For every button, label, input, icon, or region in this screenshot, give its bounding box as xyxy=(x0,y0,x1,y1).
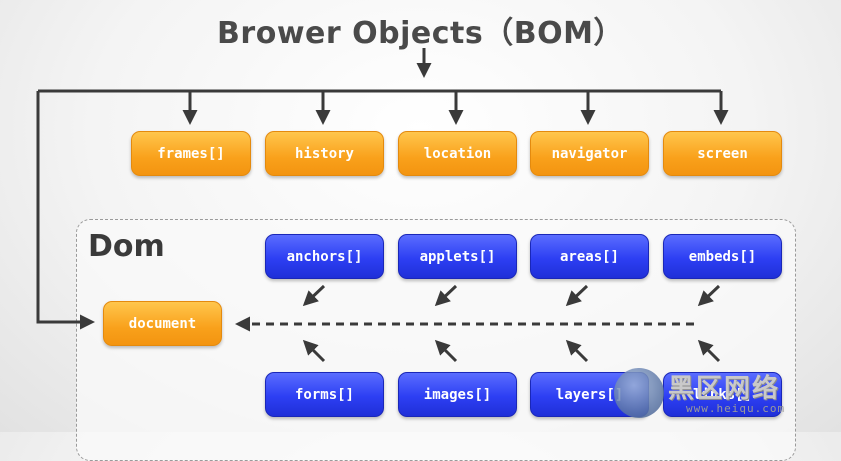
arrow-images xyxy=(434,339,458,363)
node-document[interactable]: document xyxy=(103,301,222,346)
node-anchors[interactable]: anchors[] xyxy=(265,234,384,279)
node-history[interactable]: history xyxy=(265,131,384,176)
bom-diagram: Brower Objects（BOM） Dom fram xyxy=(36,16,834,461)
watermark-logo-icon xyxy=(614,368,664,418)
node-forms[interactable]: forms[] xyxy=(265,372,384,417)
arrow-links xyxy=(697,339,721,363)
watermark-url: www.heiqu.com xyxy=(686,402,786,415)
node-embeds[interactable]: embeds[] xyxy=(663,234,782,279)
diagram-title: Brower Objects（BOM） xyxy=(217,16,624,51)
watermark-name: 黑区网络 xyxy=(668,374,781,404)
arrow-applets xyxy=(434,284,458,307)
arrow-forms xyxy=(302,339,326,363)
arrow-anchors xyxy=(302,284,326,307)
node-images[interactable]: images[] xyxy=(398,372,517,417)
dom-label: Dom xyxy=(88,229,165,264)
node-applets[interactable]: applets[] xyxy=(398,234,517,279)
arrow-areas xyxy=(565,284,589,307)
watermark: 黑区网络 www.heiqu.com xyxy=(614,366,834,426)
node-location[interactable]: location xyxy=(398,131,517,176)
node-links[interactable]: links[] xyxy=(663,372,782,417)
node-areas[interactable]: areas[] xyxy=(530,234,649,279)
arrow-layers xyxy=(565,339,589,363)
node-navigator[interactable]: navigator xyxy=(530,131,649,176)
document-connector xyxy=(36,91,95,330)
arrow-embeds xyxy=(697,284,721,307)
node-frames[interactable]: frames[] xyxy=(131,131,251,176)
connector-layer xyxy=(36,48,729,363)
node-screen[interactable]: screen xyxy=(663,131,782,176)
